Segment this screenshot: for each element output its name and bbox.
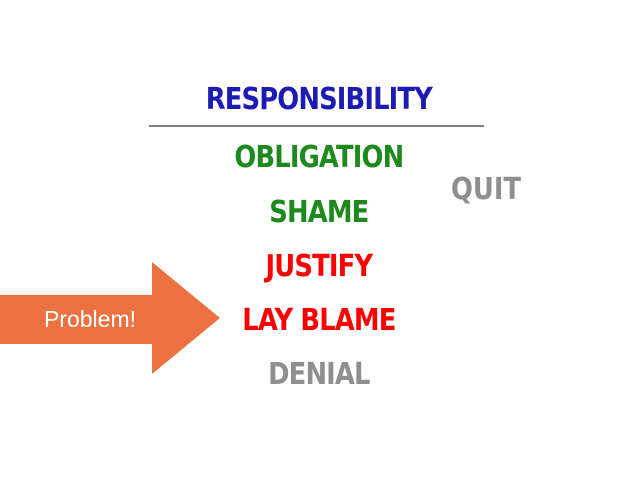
level-justify: JUSTIFY: [265, 249, 373, 284]
level-denial: DENIAL: [268, 357, 370, 392]
quit-label: QUIT: [450, 172, 522, 207]
problem-arrow: [0, 262, 220, 374]
level-shame: SHAME: [269, 195, 369, 230]
problem-callout-label: Problem!: [43, 306, 137, 332]
heading-divider: [149, 125, 484, 127]
level-obligation: OBLIGATION: [234, 140, 404, 175]
responsibility-heading: RESPONSIBILITY: [205, 82, 433, 117]
problem-arrow-shape: [0, 262, 220, 374]
level-lay-blame: LAY BLAME: [242, 303, 396, 338]
